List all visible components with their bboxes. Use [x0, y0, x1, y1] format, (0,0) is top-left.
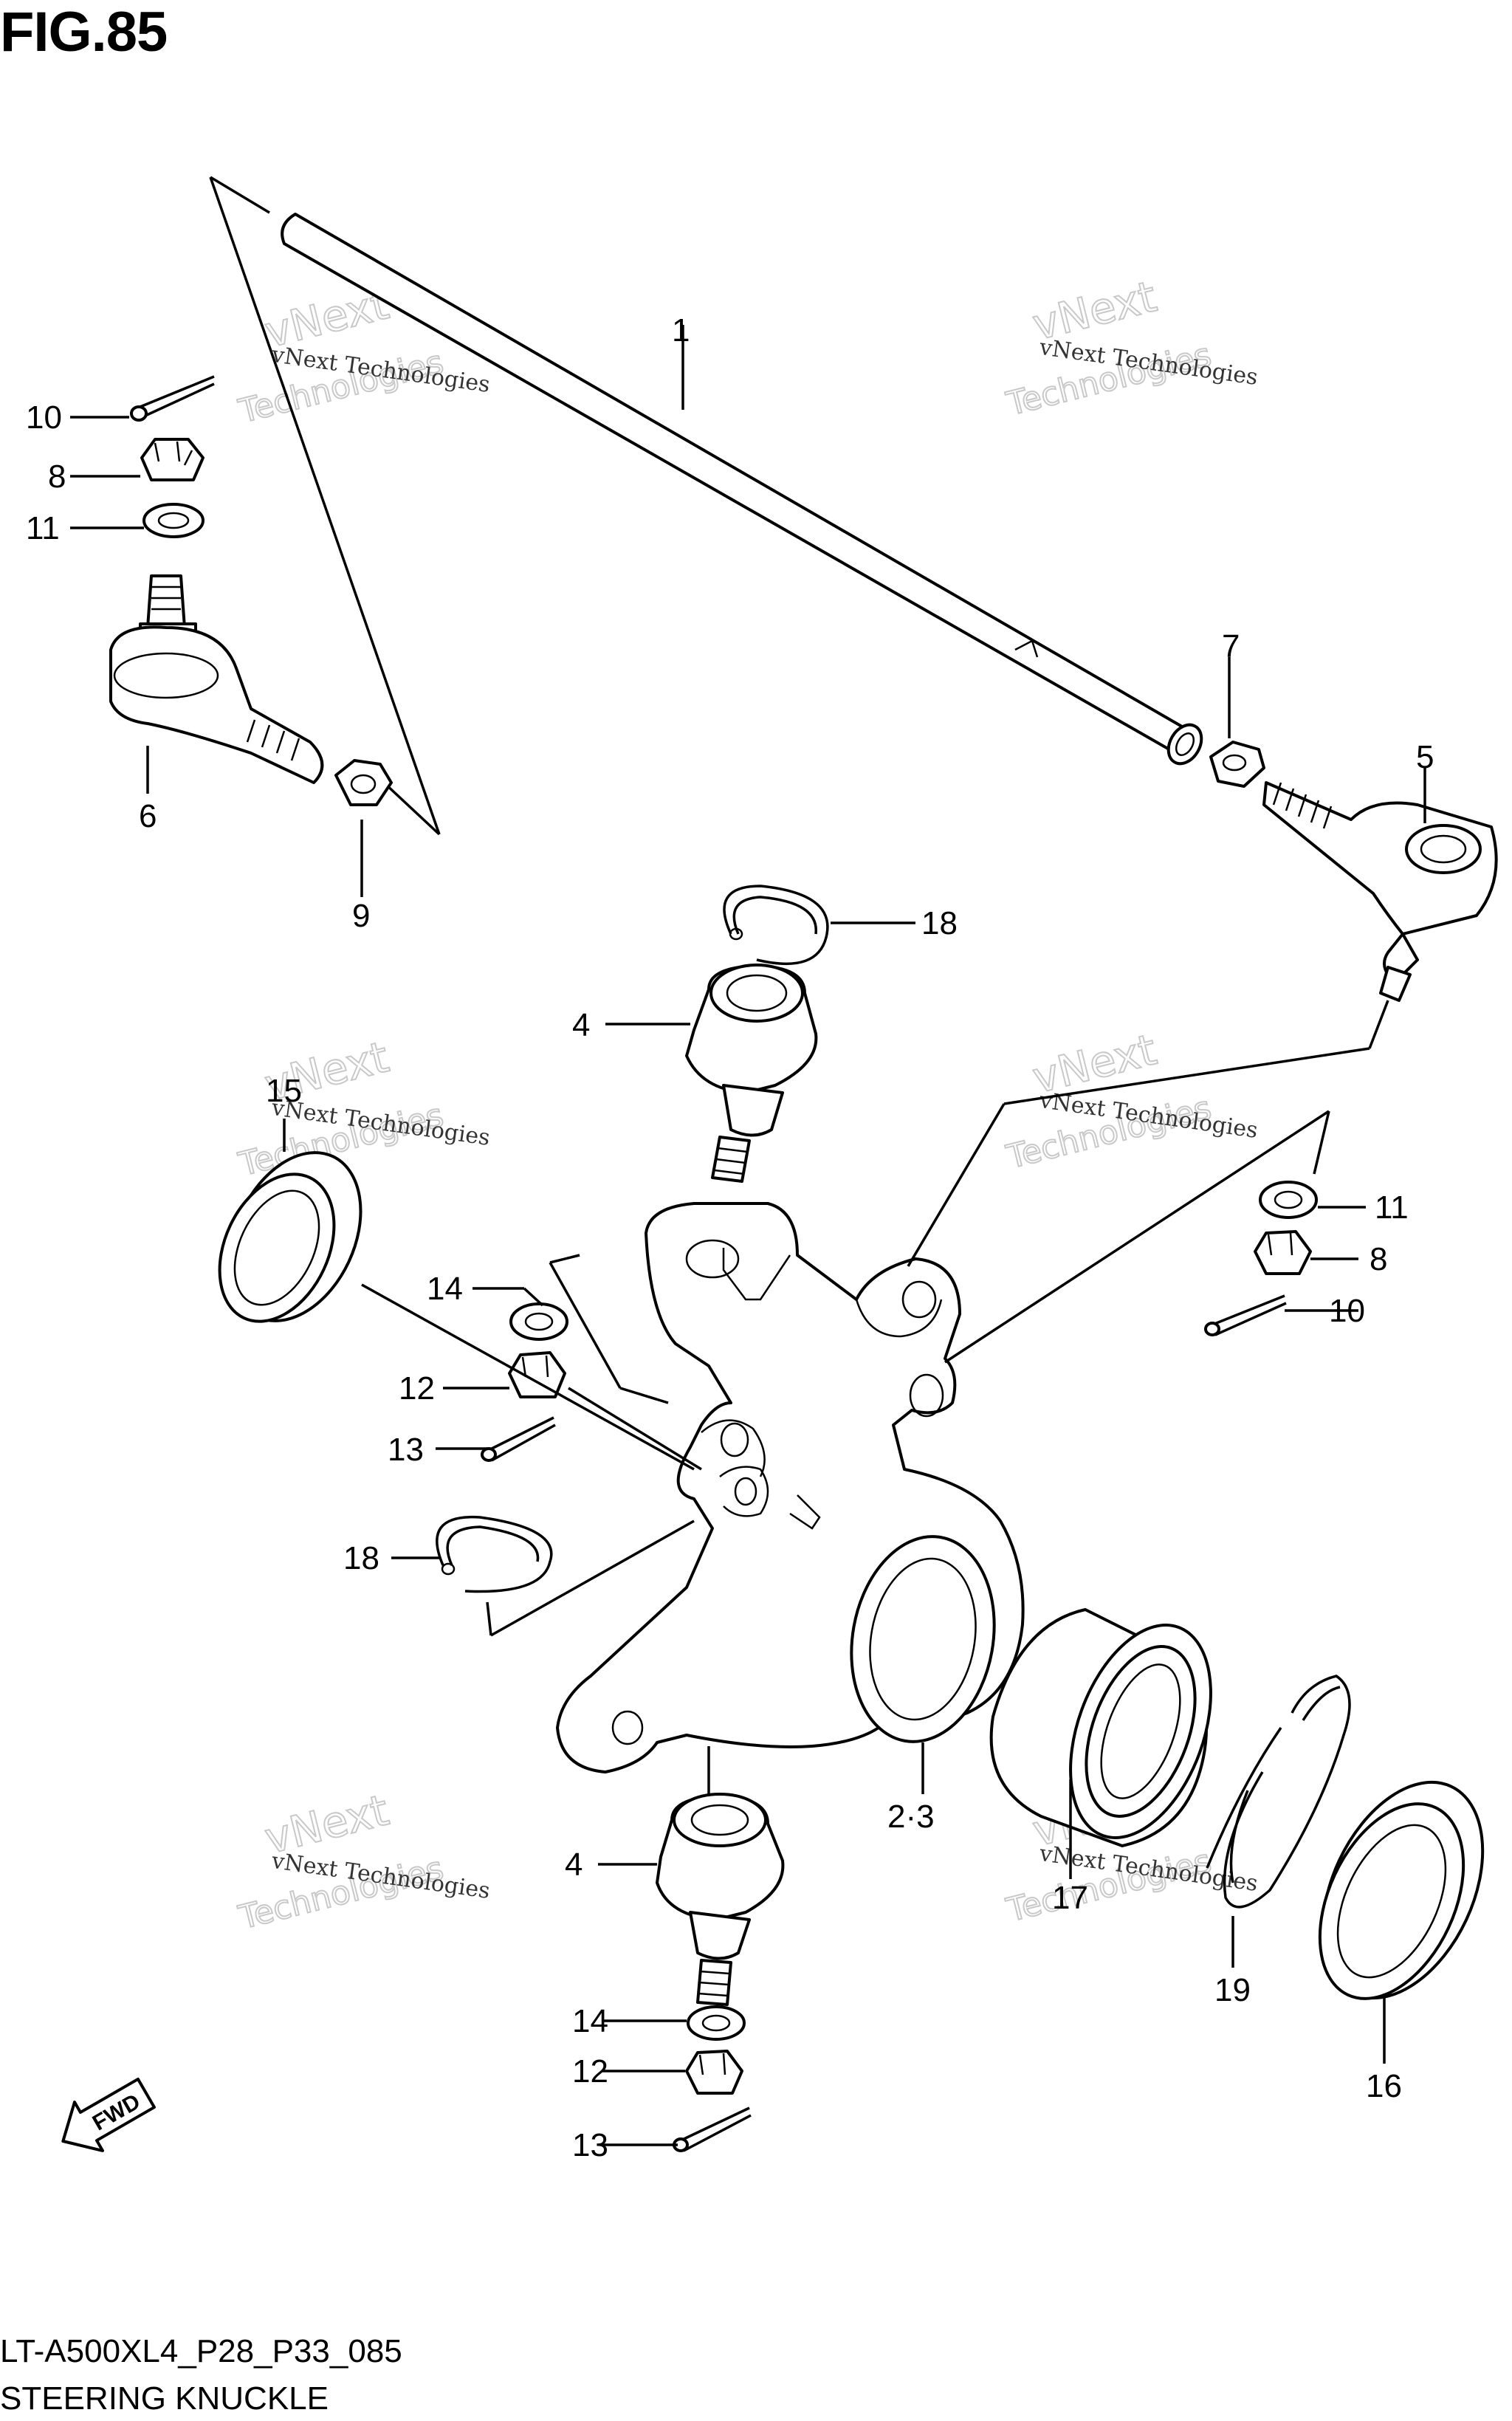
- washer-part-14-upper: [509, 1302, 568, 1341]
- callout-14-lower: 14: [572, 2003, 608, 2039]
- lock-nut-part-7: [1209, 741, 1265, 788]
- cotter-pin-part-10-right: [1204, 1294, 1287, 1336]
- callout-18-top: 18: [921, 905, 958, 941]
- castle-nut-part-8-right: [1254, 1230, 1312, 1275]
- circlip-part-18-lower: [436, 1515, 553, 1593]
- callout-7: 7: [1222, 628, 1240, 665]
- washer-part-14-lower: [687, 2005, 746, 2041]
- callout-15: 15: [266, 1073, 302, 1109]
- steering-knuckle-part-2-3: [556, 1202, 1025, 1773]
- watermark: vNext Technologies vNext Technologies: [234, 1784, 492, 1937]
- callout-9: 9: [352, 898, 370, 934]
- watermark: vNext Technologies vNext Technologies: [1002, 270, 1260, 424]
- castle-nut-part-12-lower: [685, 2050, 743, 2095]
- callout-5: 5: [1416, 739, 1434, 775]
- callout-4-bottom: 4: [565, 1847, 583, 1883]
- callout-12-lower: 12: [572, 2053, 608, 2089]
- figure-code: LT-A500XL4_P28_P33_085: [0, 2333, 402, 2369]
- castle-nut-part-12-upper: [508, 1351, 566, 1398]
- washer-part-11-right: [1259, 1181, 1318, 1219]
- circlip-part-18-top: [723, 885, 829, 966]
- oil-seal-part-16: [1318, 1780, 1485, 2000]
- assembly-lines: [361, 1000, 1389, 1794]
- nut-part-9: [334, 759, 393, 806]
- washer-part-11-top: [142, 503, 205, 538]
- callout-2-3: 2·3: [887, 1799, 935, 1835]
- fwd-arrow-icon: FWD: [61, 2077, 156, 2152]
- ball-joint-part-4-bottom: [656, 1793, 785, 2006]
- cotter-pin-part-10-top: [130, 375, 215, 422]
- figure-title: FIG.85: [0, 1, 168, 63]
- ball-joint-part-4-top: [685, 964, 818, 1183]
- callout-6: 6: [139, 798, 157, 834]
- callout-13-lower: 13: [572, 2127, 608, 2163]
- cotter-pin-part-13-lower: [673, 2106, 752, 2152]
- circlip-part-19: [1206, 1675, 1351, 1909]
- tie-rod-end-left-part-6: [109, 574, 324, 784]
- callout-18-lower: 18: [343, 1540, 379, 1576]
- assembly-bracket-left: [209, 176, 441, 836]
- tie-rod-part-1: [281, 213, 1203, 766]
- castle-nut-part-8-top: [140, 438, 205, 481]
- callout-8-top: 8: [48, 459, 66, 495]
- callout-11-right: 11: [1375, 1189, 1409, 1226]
- watermark: vNext Technologies vNext Technologies: [1002, 1023, 1260, 1177]
- figure-name: STEERING KNUCKLE: [0, 2380, 329, 2417]
- leader-lines: [70, 325, 1426, 2146]
- callout-11-top: 11: [26, 510, 60, 546]
- cotter-pin-part-13-upper: [481, 1416, 556, 1462]
- callout-4-top: 4: [572, 1007, 590, 1043]
- callout-17: 17: [1052, 1880, 1088, 1916]
- callout-8-right: 8: [1370, 1241, 1387, 1277]
- callout-14-upper: 14: [427, 1271, 463, 1307]
- callout-16: 16: [1366, 2068, 1402, 2104]
- callout-1: 1: [672, 312, 690, 348]
- callout-10-right: 10: [1329, 1293, 1365, 1329]
- oil-seal-part-15: [218, 1151, 362, 1323]
- callout-19: 19: [1214, 1972, 1251, 2008]
- callout-10-top: 10: [26, 399, 62, 436]
- callout-13-upper: 13: [388, 1432, 424, 1468]
- tie-rod-end-right-part-5: [1262, 781, 1498, 1002]
- callout-12-upper: 12: [399, 1370, 435, 1407]
- callout-labels: 1 7 5 10 8 11 6 9 18 4 15 11 8 10 14 12 …: [26, 312, 1434, 2163]
- wheel-bearing-part-17: [989, 1608, 1212, 1847]
